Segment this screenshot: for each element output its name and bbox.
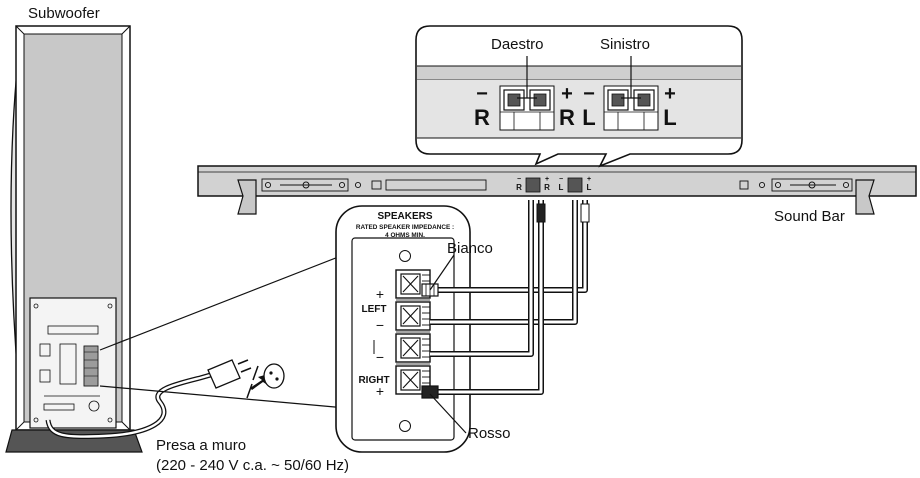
panel-impedance-line2: 4 OHMS MIN.: [385, 232, 425, 239]
red-wire-label: Rosso: [468, 425, 511, 442]
wall-outlet-label: Presa a muro: [156, 437, 247, 454]
zoom-leader-lines: [99, 253, 347, 409]
bar-mark-r-minus-letter: R: [516, 183, 522, 192]
left-terminal-label: Sinistro: [600, 36, 651, 53]
speaker-wires: [430, 200, 588, 395]
sound-bar-wire-plugs: [536, 203, 590, 223]
right-minus-sign: −: [376, 349, 384, 365]
panel-terminal-2: [395, 301, 431, 331]
outlet-rating-label: (220 - 240 V c.a. ~ 50/60 Hz): [156, 457, 350, 474]
red-wire-plug: [421, 385, 439, 399]
sound-bar-label: Sound Bar: [774, 208, 845, 225]
terminal-callout: −R+R−L+L: [415, 25, 743, 168]
right-terminal-label: Daestro: [491, 36, 544, 53]
power-cord: [45, 371, 215, 440]
callout-mark-l-plus-letter: L: [663, 105, 676, 130]
left-plus-sign: +: [376, 286, 384, 302]
panel-right-label: RIGHT: [358, 375, 389, 386]
panel-left-label: LEFT: [362, 304, 387, 315]
subwoofer: [5, 25, 143, 453]
panel-title: SPEAKERS: [377, 211, 432, 222]
callout-mark-l-plus-sign: +: [664, 83, 676, 105]
panel-terminal-3: [395, 333, 431, 363]
white-wire-label: Bianco: [447, 240, 493, 257]
subwoofer-label: Subwoofer: [28, 5, 100, 22]
callout-mark-r-plus-letter: R: [559, 105, 575, 130]
bar-mark-l-minus-letter: L: [559, 183, 564, 192]
bar-mark-l-plus-sign: +: [587, 176, 591, 183]
wall-outlet: [246, 363, 285, 399]
sound-bar-terminals: [525, 177, 583, 193]
wire-right-minus: [430, 200, 534, 357]
right-plus-sign: +: [376, 383, 384, 399]
power-plug: [207, 359, 252, 389]
callout-mark-l-minus-letter: L: [582, 105, 595, 130]
bar-mark-r-plus-letter: R: [544, 183, 550, 192]
bar-mark-l-plus-letter: L: [587, 183, 592, 192]
bar-mark-l-minus-sign: −: [559, 176, 563, 183]
callout-mark-r-plus-sign: +: [561, 83, 573, 105]
bar-mark-r-minus-sign: −: [517, 176, 521, 183]
bar-mark-r-plus-sign: +: [545, 176, 549, 183]
sound-bar: −R+R−L+L: [197, 165, 917, 215]
callout-mark-r-minus-sign: −: [476, 83, 488, 105]
left-minus-sign: −: [376, 317, 384, 333]
callout-mark-l-minus-sign: −: [583, 83, 595, 105]
wire-left-minus: [430, 200, 578, 325]
panel-impedance-line1: RATED SPEAKER IMPEDANCE :: [356, 224, 454, 231]
callout-mark-r-minus-letter: R: [474, 105, 490, 130]
wire-left-plus: [430, 200, 588, 293]
label-leaders: [429, 254, 467, 434]
subwoofer-speaker-terminal: [83, 345, 99, 387]
subwoofer-rear-panel: [29, 297, 117, 429]
wire-right-plus: [430, 200, 544, 395]
